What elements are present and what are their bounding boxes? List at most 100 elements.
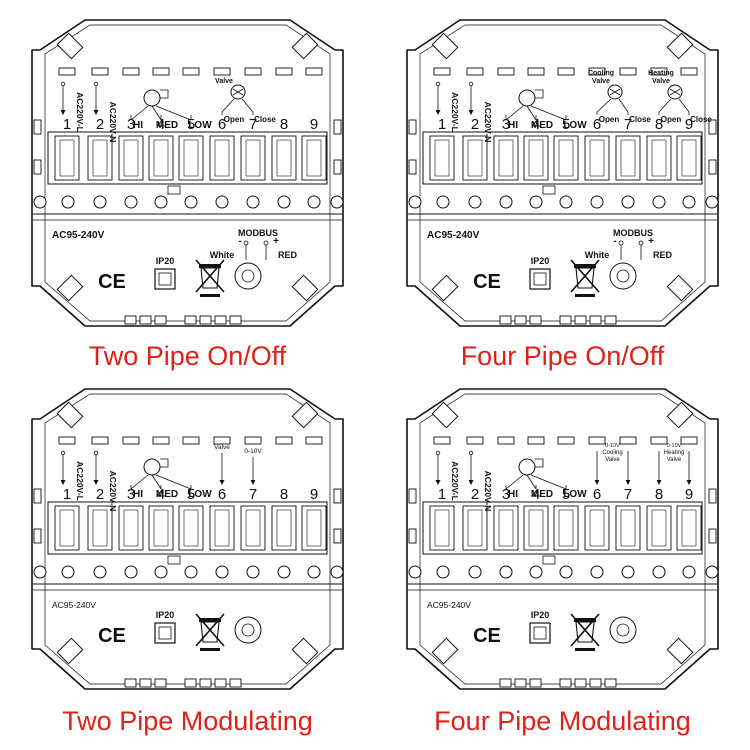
power-l-label: AC220V-L xyxy=(75,461,85,501)
terminal-screw xyxy=(682,195,696,209)
ip-rating-box xyxy=(154,622,176,644)
terminal-slot xyxy=(493,505,519,551)
valve-open-label: Open xyxy=(661,115,682,124)
arrow-head xyxy=(686,480,692,485)
bottom-tab xyxy=(529,315,542,325)
plate-inner-outline xyxy=(44,24,331,322)
side-latch xyxy=(33,119,42,135)
weee-bin-icon xyxy=(570,613,600,651)
mounting-clip xyxy=(666,637,694,665)
terminal-screw xyxy=(246,195,260,209)
terminal-clamp xyxy=(467,139,483,177)
bin-cross xyxy=(195,259,225,293)
terminal-screw xyxy=(307,565,321,579)
mounting-clip xyxy=(431,274,459,302)
bin-body xyxy=(575,267,595,289)
bin-body xyxy=(200,621,220,643)
terminal-slot xyxy=(240,135,266,181)
ip-rating-box-inner xyxy=(533,272,547,286)
terminal-number: 3 xyxy=(127,116,135,133)
ce-mark: CE xyxy=(473,625,501,647)
bottom-tab xyxy=(154,315,167,325)
terminal-number: 1 xyxy=(63,116,71,133)
terminal-clamp xyxy=(245,509,261,547)
terminal-slot xyxy=(676,505,702,551)
bottom-tab xyxy=(514,315,527,325)
terminal-clamp xyxy=(558,139,574,177)
power-n-label: AC220V-N xyxy=(108,471,118,512)
terminal-slot xyxy=(87,135,113,181)
terminal-number: 6 xyxy=(593,486,601,503)
fan-wire xyxy=(526,105,537,121)
bottom-tab xyxy=(199,678,212,688)
fan-wire xyxy=(526,474,537,490)
mounting-clip xyxy=(291,274,319,302)
terminal-number: 3 xyxy=(502,486,510,503)
edge-notch xyxy=(182,436,200,445)
side-latch xyxy=(333,119,342,135)
edge-notch xyxy=(122,67,140,76)
modbus-red-label: RED xyxy=(278,250,298,260)
cable-entry-inner xyxy=(616,269,630,283)
terminal-clamp xyxy=(651,139,667,177)
terminal-clamp xyxy=(92,139,108,177)
bin-cross xyxy=(570,613,600,647)
terminal-slot xyxy=(271,505,297,551)
terminal-screw xyxy=(468,565,482,579)
terminal-screw xyxy=(408,565,422,579)
edge-notch xyxy=(619,436,637,445)
side-latch xyxy=(408,488,417,504)
terminal-clamp xyxy=(681,139,697,177)
edge-notch xyxy=(433,436,451,445)
ip-rating-label: IP20 xyxy=(531,610,550,620)
wire-end xyxy=(93,81,99,87)
cable-entry-inner xyxy=(241,269,255,283)
mounting-clip xyxy=(431,32,459,60)
release-tab xyxy=(542,185,556,195)
terminal-clamp xyxy=(214,509,230,547)
fan-motor-symbol xyxy=(143,458,161,476)
fan-med-label: MED xyxy=(156,120,178,131)
valve-title: Cooling xyxy=(588,70,614,77)
terminal-screw xyxy=(682,565,696,579)
arrow-head xyxy=(93,110,99,115)
modbus-title: MODBUS xyxy=(613,228,653,238)
bin-bar xyxy=(575,294,595,297)
edge-notch xyxy=(466,436,484,445)
side-latch xyxy=(33,159,42,175)
edge-notch xyxy=(213,67,231,76)
edge-notch xyxy=(58,67,76,76)
terminal-slot xyxy=(54,135,80,181)
voltage-label: AC95-240V xyxy=(52,230,105,241)
edge-notch xyxy=(527,436,545,445)
edge-notch xyxy=(244,67,262,76)
terminal-number: 4 xyxy=(157,486,165,503)
terminal-screw xyxy=(277,565,291,579)
side-latch xyxy=(708,119,717,135)
bottom-tab xyxy=(184,678,197,688)
terminal-screw xyxy=(93,565,107,579)
fan-wire xyxy=(530,474,567,490)
terminal-number: 2 xyxy=(96,486,104,503)
terminal-number: 9 xyxy=(685,486,693,503)
bin-bar xyxy=(200,294,220,297)
power-n-label: AC220V-N xyxy=(108,102,118,143)
edge-notch xyxy=(58,436,76,445)
terminal-number: 1 xyxy=(438,116,446,133)
terminal-number: 1 xyxy=(63,486,71,503)
ce-mark: CE xyxy=(98,625,126,647)
arrow-head xyxy=(250,480,256,485)
terminal-clamp xyxy=(59,139,75,177)
edge-notch xyxy=(213,436,231,445)
ip-rating-box xyxy=(154,268,176,290)
side-latch xyxy=(33,488,42,504)
fan-med-label: MED xyxy=(531,489,553,500)
edge-notch xyxy=(91,67,109,76)
edge-notch xyxy=(650,436,668,445)
bin-lid xyxy=(199,618,221,622)
bottom-tab xyxy=(559,315,572,325)
bin-body xyxy=(200,267,220,289)
terminal-screw xyxy=(499,195,513,209)
bottom-tab xyxy=(499,315,512,325)
edge-notch xyxy=(152,67,170,76)
